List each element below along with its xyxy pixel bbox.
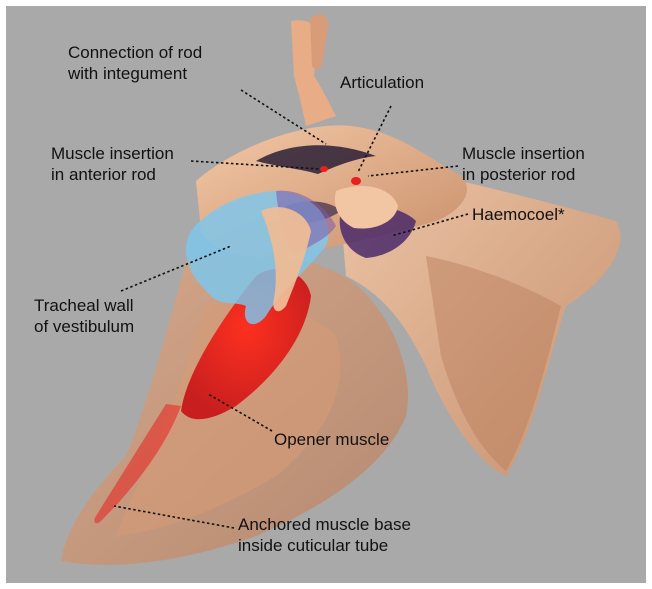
label-insertion-anterior-line-2: in anterior rod (51, 164, 174, 185)
label-insertion-posterior-line-1: Muscle insertion (462, 143, 585, 164)
label-opener-muscle: Opener muscle (274, 429, 389, 450)
label-insertion-anterior: Muscle insertion in anterior rod (51, 143, 174, 185)
label-insertion-posterior-line-2: in posterior rod (462, 164, 585, 185)
label-connection-of-rod: Connection of rod with integument (68, 42, 202, 84)
label-tracheal-wall-line-1: Tracheal wall (34, 295, 134, 316)
label-connection-line-2: with integument (68, 63, 202, 84)
label-tracheal-wall-line-2: of vestibulum (34, 316, 134, 337)
label-anchored-base: Anchored muscle base inside cuticular tu… (238, 514, 411, 556)
label-anchored-base-line-1: Anchored muscle base (238, 514, 411, 535)
label-insertion-posterior: Muscle insertion in posterior rod (462, 143, 585, 185)
label-anchored-base-line-2: inside cuticular tube (238, 535, 411, 556)
label-opener-muscle-line-1: Opener muscle (274, 429, 389, 450)
cuticle-stalk-right (310, 15, 328, 69)
label-insertion-anterior-line-1: Muscle insertion (51, 143, 174, 164)
label-articulation: Articulation (340, 72, 424, 93)
insertion-anterior-mark (320, 166, 328, 172)
label-connection-line-1: Connection of rod (68, 42, 202, 63)
label-haemocoel-line-1: Haemocoel* (472, 204, 565, 225)
insertion-posterior-mark (351, 177, 361, 185)
label-articulation-line-1: Articulation (340, 72, 424, 93)
label-haemocoel: Haemocoel* (472, 204, 565, 225)
diagram-figure: Connection of rod with integument Articu… (6, 6, 646, 583)
label-tracheal-wall: Tracheal wall of vestibulum (34, 295, 134, 337)
